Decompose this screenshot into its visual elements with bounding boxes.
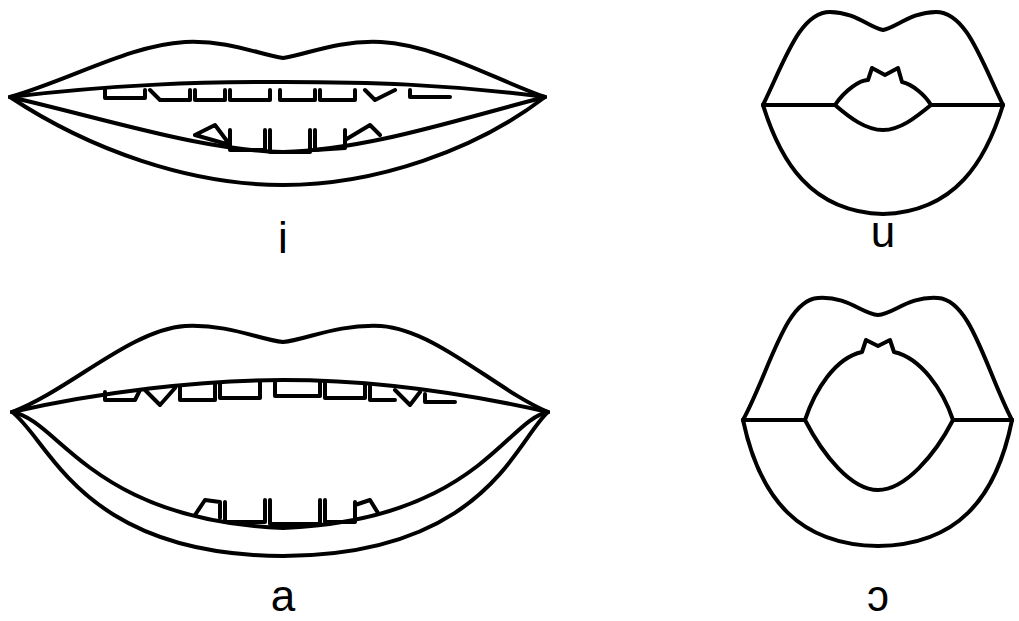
mouth-u bbox=[763, 12, 1003, 214]
mouth-a bbox=[12, 326, 548, 556]
mouth-open-o bbox=[743, 298, 1012, 546]
vowel-label: i bbox=[278, 216, 288, 260]
vowel-label: ɔ bbox=[867, 574, 889, 618]
mouth-i bbox=[10, 42, 545, 185]
vowel-label: a bbox=[271, 574, 295, 618]
vowel-label: u bbox=[871, 210, 895, 254]
